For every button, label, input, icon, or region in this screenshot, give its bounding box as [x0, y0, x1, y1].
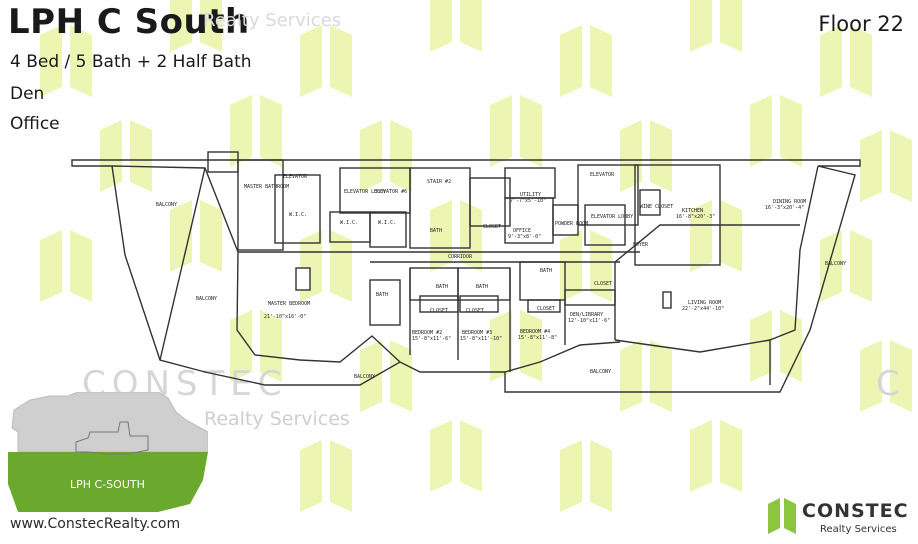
label-powder: POWDER ROOM [555, 221, 588, 227]
label-wine: WINE CLOSET [640, 204, 673, 210]
brand-sub: Realty Services [820, 524, 897, 535]
label-bath-3: BATH [436, 284, 448, 290]
label-corridor: CORRIDOR [448, 254, 473, 260]
label-kitchen: KITCHEN [682, 208, 703, 214]
label-bedroom4-dim: 15'-8"x11'-8" [518, 335, 557, 341]
label-master-bedroom: MASTER BEDROOM [268, 301, 310, 307]
label-bedroom3-dim: 15'-8"x11'-10" [460, 336, 502, 342]
label-den: DEN/LIBRARY [570, 312, 603, 318]
feature-beds-baths: 4 Bed / 5 Bath + 2 Half Bath [10, 52, 252, 72]
watermark-sub: Realty Services [204, 408, 350, 430]
label-office: OFFICE [513, 228, 531, 234]
label-closet-4: CLOSET [537, 306, 555, 312]
label-dining-dim: 16'-3"x20'-4" [765, 205, 804, 211]
label-wic-3: W.I.C. [378, 220, 396, 226]
label-elevator-6: ELEVATOR #6 [374, 189, 407, 195]
label-elevator-lobby-2: ELEVATOR LOBBY [591, 214, 633, 220]
label-living-dim: 22'-2"x44'-10" [682, 306, 724, 312]
label-dining: DINING ROOM [773, 199, 806, 205]
label-office-dim: 9'-3"x8'-0" [508, 234, 541, 240]
label-den-dim: 12'-10"x11'-6" [568, 318, 610, 324]
label-elevator-2: ELEVATOR [590, 172, 615, 178]
label-bedroom2-dim: 15'-8"x11'-6" [412, 336, 451, 342]
label-master-bedroom-dim: 21'-10"x16'-0" [264, 314, 306, 320]
label-living: LIVING ROOM [688, 300, 721, 306]
website-link[interactable]: www.ConstecRealty.com [10, 516, 181, 532]
key-map-label: LPH C-SOUTH [70, 478, 145, 491]
label-balcony-nw: BALCONY [156, 202, 177, 208]
feature-den: Den [10, 84, 45, 104]
label-bath-4: BATH [476, 284, 488, 290]
label-closet-5: CLOSET [594, 281, 612, 287]
feature-office: Office [10, 114, 60, 134]
key-map: LPH C-SOUTH [8, 392, 208, 512]
label-wic-1: W.I.C. [289, 212, 307, 218]
label-utility-dim: 7'-7"x5'-10" [510, 198, 546, 204]
label-closet-2: CLOSET [430, 308, 448, 314]
label-foyer: FOYER [633, 242, 649, 248]
floor-label: Floor 22 [818, 12, 904, 36]
label-bath-2: BATH [376, 292, 388, 298]
page-title: LPH C South [8, 2, 250, 42]
constec-logo-icon [768, 498, 796, 534]
label-bath-5: BATH [540, 268, 552, 274]
brand-logo: CONSTEC Realty Services [768, 496, 914, 540]
label-stair: STAIR #2 [427, 179, 451, 185]
label-bedroom4: BEDROOM #4 [520, 329, 550, 335]
label-bedroom2: BEDROOM #2 [412, 330, 442, 336]
brand-name: CONSTEC [802, 500, 909, 522]
title-watermark: Realty Services [203, 10, 342, 31]
label-utility: UTILITY [520, 192, 541, 198]
label-elevator-lobby-1: ELEVATOR LOBBY [344, 189, 386, 195]
label-bath-1: BATH [430, 228, 442, 234]
label-closet-3: CLOSET [466, 308, 484, 314]
label-wic-2: W.I.C. [340, 220, 358, 226]
label-balcony-s: BALCONY [354, 374, 375, 380]
label-balcony-w: BALCONY [196, 296, 217, 302]
label-bedroom3: BEDROOM #3 [462, 330, 492, 336]
label-balcony-se: BALCONY [590, 369, 611, 375]
label-elevator-1: ELEVATOR [283, 174, 308, 180]
label-kitchen-dim: 16'-8"x20'-3" [676, 214, 715, 220]
label-closet-1: CLOSET [483, 224, 501, 230]
label-master-bathroom: MASTER BATHROOM [244, 184, 289, 190]
watermark-brand-right: C [876, 364, 906, 404]
label-balcony-e: BALCONY [825, 261, 846, 267]
